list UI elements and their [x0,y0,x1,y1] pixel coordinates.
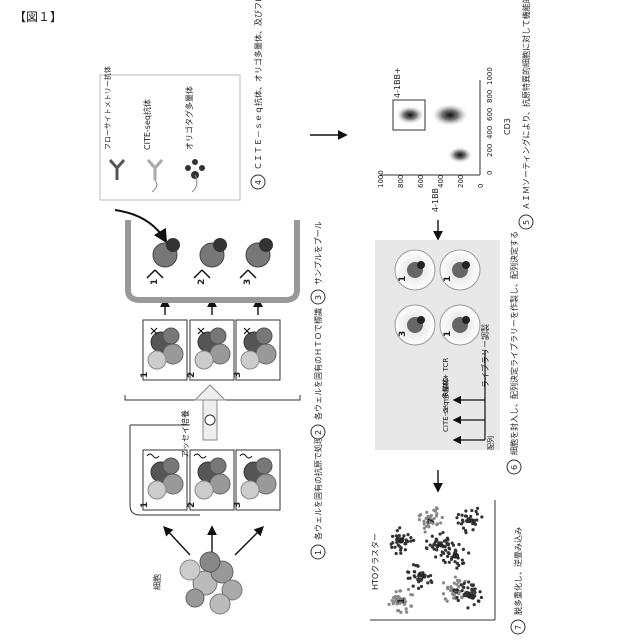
well-number: 2 [187,372,197,378]
well-number: 2 [187,502,197,508]
step-text: ＡＩＭソーティングにより、抗原特異的細胞に対して機能的に濃縮 [521,0,531,210]
x-tick: 1000 [486,67,494,85]
step-number: 3 [314,295,323,300]
library-title: ライブラリー調製 [480,324,490,388]
well-number: 1 [140,502,150,508]
step-number: 5 [522,220,531,225]
population-main [432,104,468,126]
legend-oligo: オリゴタグ多量体 [184,86,194,150]
step-number: 4 [254,180,263,185]
x-tick: 800 [486,90,494,103]
hto-well-3: 3 [233,320,280,380]
y-tick: 1000 [377,170,385,188]
cluster-label: 5 [467,518,477,524]
antigen-well-3: 3 [233,450,280,510]
well-number: 1 [140,372,150,378]
step-text: サンプルをプール [314,221,323,285]
step-3: 3 サンプルをプール [311,221,325,304]
hto-well-2: 2 [187,320,234,380]
pooled-cell-number: 3 [243,279,253,285]
cluster-5: 5 [455,507,483,535]
step-text: 細胞を封入し、配列決定ライブラリーを作製し、配列決定する [509,231,519,455]
reagent-legend-box [100,75,240,200]
y-axis-label: 4-1BB [431,188,440,212]
step-2: 2 各ウェルを固有のＨＴＯで標識 [311,308,325,439]
population-positive [396,106,424,124]
assay-label: アッセイ培養 [180,410,190,458]
antigen-well-2: 2 [187,450,234,510]
step-6: 6 細胞を封入し、配列決定ライブラリーを作製し、配列決定する [507,231,521,474]
hto-well-1: 1 [140,320,187,380]
staining-arrow [115,210,165,240]
hto-cluster-plot: 1 2 3 4 5 6 7 8 9 [388,506,484,614]
x-axis-label: CD3 [503,118,512,135]
x-tick: 400 [486,126,494,139]
cluster-2: 2 [406,563,433,590]
step-text: ＣＩＴＥ－ｓｅｑ抗体、オリゴ多量体、及びフローサイトメトリー抗体で染色 [253,0,263,170]
antigen-well-1: 1 [140,450,187,510]
cluster-label: 9 [467,593,477,599]
pooled-cell-number: 1 [150,279,160,285]
well-number: 3 [233,502,243,508]
arrow-to-well-3 [235,528,262,555]
droplet-number: 3 [398,331,408,337]
cluster-label: 8 [452,553,462,559]
x-tick: 0 [486,171,494,175]
x-tick: 200 [486,144,494,157]
cluster-label: 1 [397,598,407,604]
step-5: 5 ＡＩＭソーティングにより、抗原特異的細胞に対して機能的に濃縮 [519,0,533,229]
legend-flow: フローサイトメトリー抗体 [103,66,112,150]
legend-cite: CITE-seq抗体 [142,99,152,150]
cluster-label: 7 [427,518,437,524]
step-7: 7 脱多重化し、逆畳み込み [511,527,525,634]
step-number: 6 [510,465,519,470]
arrow-to-well-1 [165,528,190,555]
step-text: 脱多重化し、逆畳み込み [513,527,523,615]
droplet-2: 3 [395,305,435,345]
droplet-1: 1 [395,250,435,290]
gate-label: 4-1BB+ [393,67,402,98]
well-number: 3 [233,372,243,378]
library-cite: CITE-seq 多量体 [441,378,450,432]
pooled-cell-1: 1 [147,238,180,285]
cell-cluster [180,552,242,614]
clock-icon [205,415,215,425]
step-text: 各ウェルを固有のＨＴＯで標識 [313,308,323,420]
cluster-title: HTOクラスター [371,533,380,590]
cluster-7: 7 [418,506,444,533]
cluster-label: 4 [452,588,462,594]
library-seq: 配列 [486,436,495,450]
cells-label: 細胞 [152,574,162,590]
cluster-4: 4 [442,575,467,602]
y-tick: 0 [477,184,485,188]
x-tick: 600 [486,108,494,121]
pooled-cell-number: 2 [197,279,207,285]
y-tick: 200 [457,175,465,188]
y-tick: 800 [397,175,405,188]
step-number: 7 [514,625,523,630]
step-1: 1 各ウェルを固有の抗原で処理 [311,436,325,559]
cluster-1: 1 [388,588,415,614]
droplet-4: 1 [440,305,480,345]
pooled-cell-2: 2 [194,238,227,285]
pooled-cell-3: 3 [240,238,273,285]
droplet-number: 1 [443,331,453,337]
droplet-3: 1 [440,250,480,290]
step-4: 4 ＣＩＴＥ－ｓｅｑ抗体、オリゴ多量体、及びフローサイトメトリー抗体で染色 [251,0,265,189]
cluster-label: 3 [437,543,447,549]
cluster-label: 2 [417,573,427,579]
cluster-6: 6 [390,526,416,555]
droplet-number: 1 [398,276,408,282]
population-negative [448,147,472,163]
y-tick: 400 [437,175,445,188]
step-text: 各ウェルを固有の抗原で処理 [313,436,323,540]
y-tick: 600 [417,175,425,188]
cluster-label: 6 [397,538,407,544]
droplet-number: 1 [443,276,453,282]
step-number: 2 [314,430,323,435]
step-number: 1 [314,550,323,555]
